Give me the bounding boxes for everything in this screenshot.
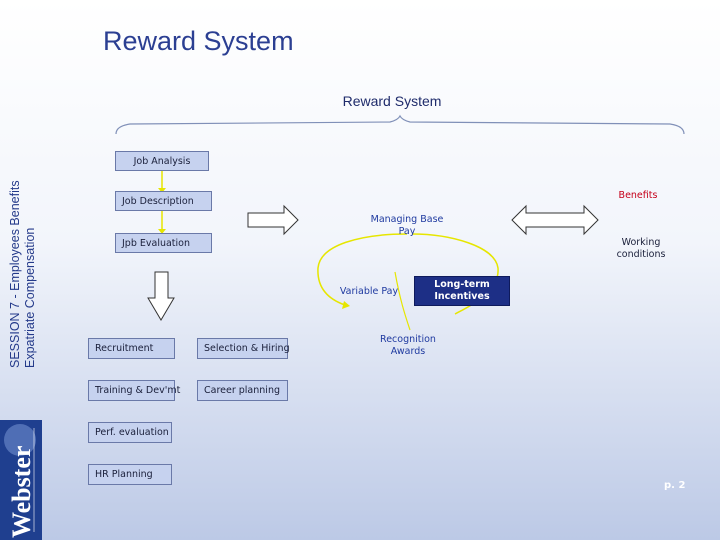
diagram-heading: Reward System bbox=[342, 93, 442, 109]
job-description-box[interactable]: Job Description bbox=[115, 191, 212, 211]
pay-loop-inner bbox=[394, 271, 411, 331]
hr-planning-box[interactable]: HR Planning bbox=[88, 464, 172, 485]
page-title: Reward System bbox=[103, 26, 294, 56]
perf-evaluation-box[interactable]: Perf. evaluation bbox=[88, 422, 172, 443]
right-arrow bbox=[247, 204, 299, 236]
training-box[interactable]: Training & Dev'mt bbox=[88, 380, 180, 401]
grouping-brace bbox=[115, 114, 685, 135]
job-analysis-box[interactable]: Job Analysis bbox=[115, 151, 209, 171]
arrow-head bbox=[158, 188, 166, 193]
career-planning-box[interactable]: Career planning bbox=[197, 380, 288, 401]
variable-pay-label: Variable Pay bbox=[339, 286, 399, 297]
recognition-awards-label: Recognition Awards bbox=[380, 334, 436, 357]
recruitment-box[interactable]: Recruitment bbox=[88, 338, 175, 359]
page-number: p. 2 bbox=[664, 480, 686, 491]
base-pay-label: Managing Base Pay bbox=[370, 214, 444, 237]
long-term-incentives-box[interactable]: Long-term Incentives bbox=[414, 276, 510, 306]
university-logo: Webster bbox=[0, 420, 42, 540]
working-conditions-label: Working conditions bbox=[616, 237, 666, 260]
benefits-label: Benefits bbox=[618, 190, 658, 201]
arrow-head bbox=[342, 301, 350, 309]
logo-graphic: Webster bbox=[0, 420, 42, 540]
down-arrow bbox=[147, 271, 175, 321]
pay-loop-left bbox=[317, 233, 408, 306]
job-evaluation-box[interactable]: Jpb Evaluation bbox=[115, 233, 212, 253]
selection-hiring-box[interactable]: Selection & Hiring bbox=[197, 338, 290, 359]
double-arrow bbox=[511, 204, 599, 236]
logo-wordmark: Webster bbox=[7, 446, 36, 538]
arrow-head bbox=[158, 229, 166, 234]
